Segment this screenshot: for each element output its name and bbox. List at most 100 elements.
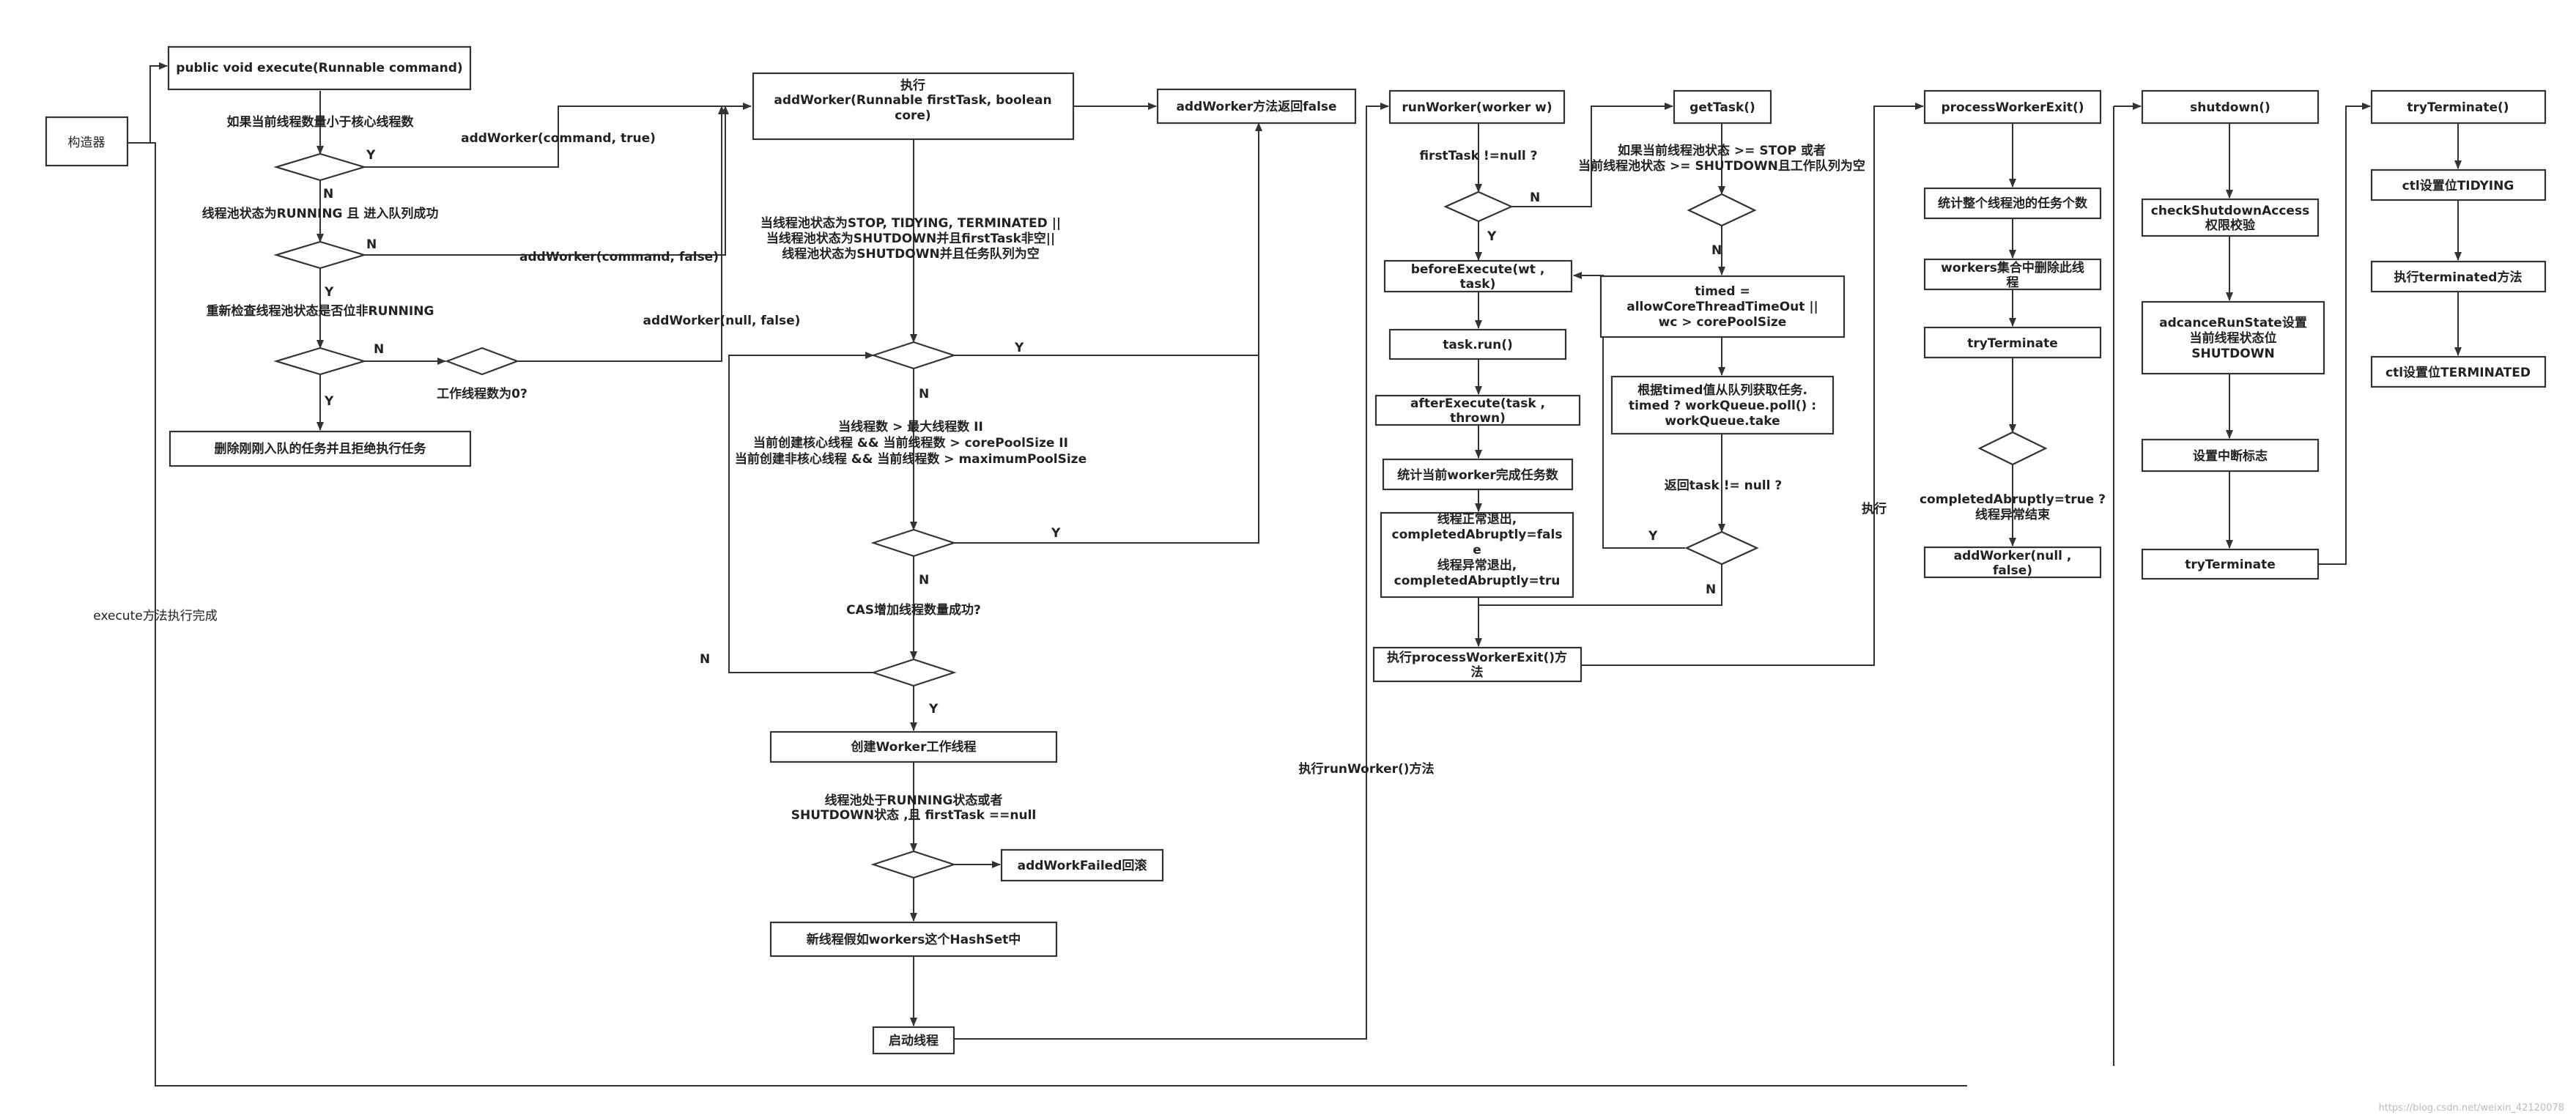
- svg-text:addWorker(Runnable firstTask,: addWorker(Runnable firstTask, boolean: [774, 93, 1051, 108]
- svg-text:thrown): thrown): [1450, 411, 1506, 426]
- label-y: Y: [928, 702, 939, 717]
- create-worker-box: 创建Worker工作线程: [769, 730, 1058, 763]
- try-terminate-1-box: tryTerminate: [1923, 326, 2102, 359]
- edge-labels: 如果当前线程数量小于核心线程数 Y addWorker(command, tru…: [93, 114, 2106, 823]
- exec-process-exit-box: 执行processWorkerExit()方 法: [1372, 646, 1583, 683]
- try-terminate-2-box: tryTerminate: [2141, 548, 2320, 580]
- svg-text:设置中断标志: 设置中断标志: [2193, 448, 2268, 464]
- svg-text:e: e: [1473, 543, 1481, 558]
- process-worker-exit-box: processWorkerExit(): [1923, 89, 2102, 125]
- poll-take-box: 根据timed值从队列获取任务. timed ? workQueue.poll(…: [1610, 375, 1835, 435]
- label-y: Y: [324, 285, 334, 300]
- before-execute-box: beforeExecute(wt , task): [1383, 259, 1573, 293]
- decision-core-threads: [273, 152, 367, 182]
- task-run-box: task.run(): [1388, 328, 1567, 360]
- svg-text:执行processWorkerExit()方: 执行processWorkerExit()方: [1387, 650, 1567, 665]
- svg-text:processWorkerExit(): processWorkerExit(): [1941, 100, 2084, 115]
- ctl-tidying-box: ctl设置位TIDYING: [2370, 169, 2547, 201]
- label-y: Y: [324, 394, 334, 409]
- label-abrupt-1: completedAbruptly=true ?: [1920, 492, 2106, 507]
- label-y: Y: [1051, 526, 1061, 541]
- svg-text:false): false): [1993, 563, 2032, 578]
- label-add-worker-false: addWorker(command, false): [519, 250, 719, 264]
- label-thread-count-2: 当前创建核心线程 && 当前线程数 > corePoolSize II: [753, 435, 1068, 451]
- label-n: N: [366, 237, 377, 252]
- svg-text:timed =: timed =: [1695, 284, 1750, 299]
- label-thread-count-3: 当前创建非核心线程 && 当前线程数 > maximumPoolSize: [735, 451, 1087, 467]
- svg-text:构造器: 构造器: [68, 136, 106, 150]
- label-stop-or-shutdown-2: 当前线程池状态 >= SHUTDOWN且工作队列为空: [1578, 158, 1865, 174]
- svg-text:ctl设置位TIDYING: ctl设置位TIDYING: [2402, 178, 2514, 193]
- label-running-or-shutdown-1: 线程池处于RUNNING状态或者: [825, 793, 1003, 808]
- decision-abrupt: [1977, 431, 2048, 466]
- svg-text:SHUTDOWN: SHUTDOWN: [2191, 347, 2274, 361]
- svg-text:权限校验: 权限校验: [2205, 218, 2256, 233]
- label-task-not-null: 返回task != null ?: [1665, 478, 1783, 493]
- svg-text:task): task): [1460, 277, 1496, 292]
- svg-text:task.run(): task.run(): [1443, 338, 1513, 352]
- svg-text:线程正常退出,: 线程正常退出,: [1437, 511, 1517, 527]
- remove-worker-box: workers集合中删除此线 程: [1923, 258, 2102, 291]
- svg-text:runWorker(worker w): runWorker(worker w): [1402, 100, 1552, 115]
- svg-text:tryTerminate: tryTerminate: [2185, 558, 2276, 572]
- svg-text:completedAbruptly=tru: completedAbruptly=tru: [1394, 574, 1561, 588]
- label-n: N: [1706, 582, 1716, 597]
- label-n: N: [1711, 243, 1722, 258]
- svg-text:程: 程: [2007, 275, 2019, 290]
- svg-text:addWorker方法返回false: addWorker方法返回false: [1176, 99, 1336, 114]
- svg-text:法: 法: [1471, 664, 1484, 680]
- count-tasks-box: 统计当前worker完成任务数: [1382, 458, 1574, 491]
- label-running-or-shutdown-2: SHUTDOWN状态 ,且 firstTask ==null: [791, 807, 1037, 823]
- decision-cas: [870, 658, 957, 687]
- label-n: N: [374, 342, 384, 357]
- svg-text:adcanceRunState设置: adcanceRunState设置: [2159, 316, 2307, 330]
- label-y: Y: [366, 148, 376, 163]
- svg-text:addWorkFailed回滚: addWorkFailed回滚: [1018, 858, 1148, 873]
- svg-text:ctl设置位TERMINATED: ctl设置位TERMINATED: [2386, 365, 2531, 380]
- svg-text:tryTerminate(): tryTerminate(): [2407, 100, 2509, 115]
- svg-text:allowCoreThreadTimeOut ||: allowCoreThreadTimeOut ||: [1626, 300, 1818, 314]
- svg-text:beforeExecute(wt ,: beforeExecute(wt ,: [1411, 262, 1545, 277]
- label-y: Y: [1648, 529, 1658, 544]
- get-task-box: getTask(): [1673, 89, 1772, 125]
- check-access-box: checkShutdownAccess 权限校验: [2141, 198, 2320, 237]
- svg-text:删除刚刚入队的任务并且拒绝执行任务: 删除刚刚入队的任务并且拒绝执行任务: [215, 441, 427, 456]
- svg-text:shutdown(): shutdown(): [2190, 100, 2270, 115]
- decision-recheck: [273, 347, 367, 376]
- start-thread-box: 启动线程: [872, 1026, 955, 1055]
- exit-flags-box: 线程正常退出, completedAbruptly=fals e 线程异常退出,…: [1380, 511, 1574, 599]
- add-worker-fn-box: 执行 addWorker(Runnable firstTask, boolean…: [752, 72, 1075, 141]
- try-terminate-fn-box: tryTerminate(): [2370, 89, 2547, 125]
- label-state-check-1: 当线程池状态为STOP, TIDYING, TERMINATED ||: [760, 215, 1061, 231]
- svg-text:线程异常退出,: 线程异常退出,: [1437, 558, 1517, 573]
- label-n: N: [919, 573, 929, 588]
- label-add-worker-true: addWorker(command, true): [461, 131, 656, 146]
- add-to-set-box: 新线程假如workers这个HashSet中: [769, 921, 1058, 958]
- count-pool-box: 统计整个线程池的任务个数: [1923, 187, 2102, 220]
- watermark: https://blog.csdn.net/weixin_42120078: [2378, 1103, 2564, 1114]
- label-n: N: [919, 387, 929, 401]
- svg-text:core): core): [895, 108, 930, 123]
- advance-state-box: adcanceRunState设置 当前线程状态位 SHUTDOWN: [2141, 300, 2325, 375]
- svg-text:启动线程: 启动线程: [889, 1033, 939, 1048]
- svg-text:timed ? workQueue.poll() :: timed ? workQueue.poll() :: [1629, 399, 1816, 413]
- svg-text:getTask(): getTask(): [1689, 100, 1755, 115]
- decision-stop-or-shutdown: [1687, 193, 1757, 227]
- decision-task-not-null: [1684, 530, 1759, 566]
- label-execute-done: execute方法执行完成: [93, 609, 217, 623]
- svg-text:public void execute(Runnable c: public void execute(Runnable command): [176, 61, 462, 75]
- svg-text:workQueue.take: workQueue.take: [1665, 414, 1780, 429]
- label-less-than-core: 如果当前线程数量小于核心线程数: [227, 114, 415, 130]
- svg-text:创建Worker工作线程: 创建Worker工作线程: [851, 739, 977, 755]
- svg-text:addWorker(null ,: addWorker(null ,: [1954, 549, 2072, 563]
- terminated-box: 执行terminated方法: [2370, 260, 2547, 293]
- decision-running-or-shutdown: [870, 850, 957, 879]
- label-add-worker-null-false: addWorker(null, false): [643, 314, 801, 328]
- svg-text:afterExecute(task ,: afterExecute(task ,: [1410, 396, 1545, 411]
- label-y: Y: [1014, 341, 1024, 355]
- svg-text:wc > corePoolSize: wc > corePoolSize: [1659, 315, 1787, 330]
- label-thread-count-1: 当线程数 > 最大线程数 II: [838, 419, 983, 434]
- decision-state-check: [870, 341, 957, 370]
- decision-worker-zero: [444, 347, 520, 376]
- label-n: N: [1530, 190, 1540, 205]
